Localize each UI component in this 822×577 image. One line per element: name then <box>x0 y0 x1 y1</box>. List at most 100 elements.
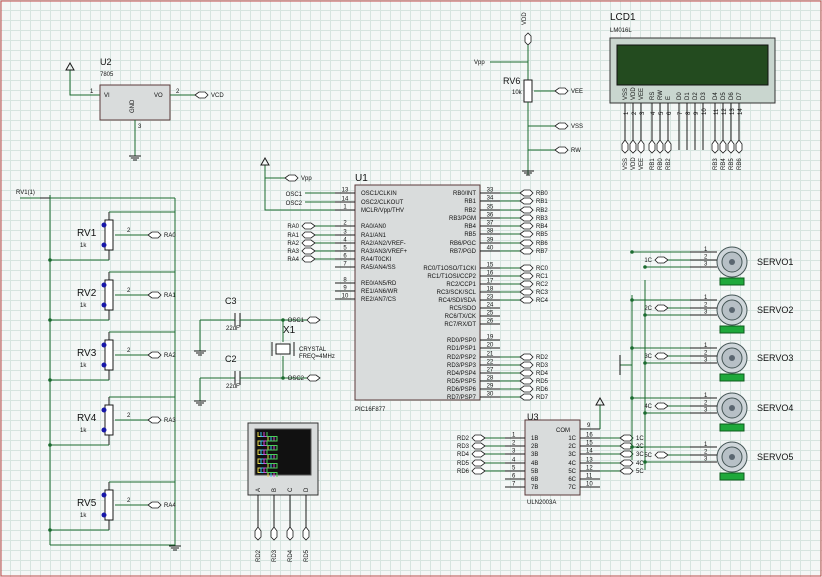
net-terminal[interactable]: RC3 <box>519 288 549 296</box>
u3-in-terminal[interactable]: RD5 <box>457 459 486 467</box>
u1-body[interactable] <box>354 184 481 401</box>
terminal-label: RC0 <box>536 266 549 272</box>
net-terminal[interactable]: RB4 <box>519 222 548 230</box>
vee-terminal[interactable]: VEE <box>554 87 583 95</box>
servo-motor[interactable]: SERVO216SERVO21232C <box>630 294 793 334</box>
net-terminal[interactable]: RB6 <box>519 239 548 247</box>
pot-terminal[interactable]: RA2 <box>147 351 176 359</box>
pin-name: OSC2/CLKOUT <box>361 200 404 206</box>
terminal-arrow[interactable] <box>648 139 656 154</box>
ra-terminal[interactable]: RA1 <box>287 231 316 239</box>
net-terminal[interactable]: RD7 <box>519 393 549 401</box>
servo-pin-number: 3 <box>704 262 708 268</box>
net-terminal[interactable]: RB3 <box>519 214 548 222</box>
ra-terminal[interactable]: RA3 <box>287 247 316 255</box>
u3-in-terminal[interactable]: RD2 <box>457 434 486 442</box>
vpp-terminal[interactable]: Vpp <box>284 174 312 182</box>
terminal-arrow[interactable] <box>629 139 637 154</box>
osc2-terminal[interactable]: OSC2 <box>288 374 321 382</box>
terminal-arrow <box>554 87 569 95</box>
u3-out-terminal[interactable]: 1C <box>619 434 644 442</box>
u3-in-terminal[interactable]: RD3 <box>457 442 486 450</box>
net-terminal[interactable]: RB5 <box>519 230 548 238</box>
vss-terminal[interactable]: VSS <box>554 122 583 130</box>
terminal-arrow <box>519 206 534 214</box>
pot-dot <box>101 282 107 288</box>
rv6-top-net: VDD <box>522 12 528 25</box>
ra-terminal[interactable]: RA2 <box>287 239 316 247</box>
pot-terminal[interactable]: RA0 <box>147 231 176 239</box>
net-terminal[interactable]: RD4 <box>519 369 549 377</box>
rw-terminal[interactable]: RW <box>554 146 581 154</box>
terminal-arrow[interactable] <box>637 139 645 154</box>
u3-out-terminal[interactable]: 4C <box>619 459 644 467</box>
servo-motor[interactable]: SERVO316SERVO31233C <box>630 342 793 382</box>
net-terminal[interactable]: RB2 <box>519 206 548 214</box>
servo-array[interactable]: SERVO116SERVO11231CSERVO216SERVO21232CSE… <box>619 246 793 481</box>
net-terminal[interactable]: RD6 <box>519 385 549 393</box>
u3-in-terminal[interactable]: RD6 <box>457 467 486 475</box>
u1-microcontroller[interactable]: U1PIC16F87713OSC1/CLKIN14OSC2/CLKOUT1MCL… <box>260 156 549 413</box>
u3-in-terminal[interactable]: RD4 <box>457 450 486 458</box>
terminal-arrow[interactable] <box>735 139 743 154</box>
terminal-arrow[interactable] <box>719 139 727 154</box>
terminal-arrow <box>519 239 534 247</box>
servo-motor[interactable]: SERVO116SERVO11231C <box>630 246 793 286</box>
oscillator-circuit[interactable]: C3C322uFOSC1C222uFOSC2X1CRYSTALFREQ=4MHz <box>194 296 335 406</box>
servo-terminal[interactable]: 2C <box>644 304 669 312</box>
terminal-arrow <box>147 501 162 509</box>
pin-name: RA2/AN2/VREF- <box>361 241 406 247</box>
servo-motor[interactable]: SERVO416SERVO41234C <box>630 392 793 432</box>
net-terminal[interactable]: RB1 <box>519 197 548 205</box>
u3-out-terminal[interactable]: 5C <box>619 467 644 475</box>
pin-name: 5C <box>568 469 576 475</box>
vcd-terminal[interactable]: VCD <box>194 91 224 99</box>
pot-array[interactable]: RV1(1)RV11k2RA0RV21k2RA1RV31k2RA2RV41k2R… <box>16 190 181 551</box>
pot-terminal[interactable]: RA3 <box>147 416 176 424</box>
u3-out-terminal[interactable]: 3C <box>619 450 644 458</box>
terminal-arrow[interactable] <box>664 139 672 154</box>
pot-terminal[interactable]: RA1 <box>147 291 176 299</box>
servo-terminal[interactable]: 4C <box>644 402 669 410</box>
servo-motor[interactable]: SERVO516SERVO51235C <box>630 441 793 481</box>
servo-terminal[interactable]: 1C <box>644 256 669 264</box>
pin-number: 13 <box>342 188 349 194</box>
pot-terminal[interactable]: RA4 <box>147 501 176 509</box>
net-terminal[interactable]: RB7 <box>519 247 548 255</box>
ra-terminal[interactable]: RA4 <box>287 255 316 263</box>
terminal-arrow[interactable] <box>656 139 664 154</box>
u3-driver[interactable]: U3ULN2003ACOM911BRD222BRD333BRD444BRD555… <box>457 396 644 506</box>
terminal-arrow[interactable] <box>621 139 629 154</box>
pin-name: 4C <box>568 461 576 467</box>
servo-terminal[interactable]: 3C <box>644 352 669 360</box>
x1-body[interactable] <box>275 343 291 355</box>
osc1-terminal[interactable]: OSC1 <box>288 316 321 324</box>
rv6-body[interactable] <box>523 79 533 103</box>
net-terminal[interactable]: RC1 <box>519 272 549 280</box>
net-terminal[interactable]: RC0 <box>519 264 549 272</box>
servo-terminal[interactable]: 5C <box>644 451 669 459</box>
net-terminal[interactable]: RD5 <box>519 377 549 385</box>
lcd-display[interactable]: LCD1LM016LVSS1VSSVDD2VDDVEE3VEERS4RB1RW5… <box>609 12 776 170</box>
terminal-arrow[interactable] <box>711 139 719 154</box>
terminal-arrow[interactable] <box>727 139 735 154</box>
net-terminal[interactable]: RC2 <box>519 280 549 288</box>
u3-body[interactable] <box>524 419 581 496</box>
net-terminal[interactable]: RD2 <box>519 353 549 361</box>
net-terminal[interactable]: RC4 <box>519 296 549 304</box>
net-terminal[interactable]: RD3 <box>519 361 549 369</box>
net-terminal[interactable]: RB0 <box>519 189 548 197</box>
pot-value: 1k <box>80 243 87 249</box>
ra-terminal[interactable]: RA0 <box>287 222 316 230</box>
u2-body[interactable] <box>99 84 171 121</box>
